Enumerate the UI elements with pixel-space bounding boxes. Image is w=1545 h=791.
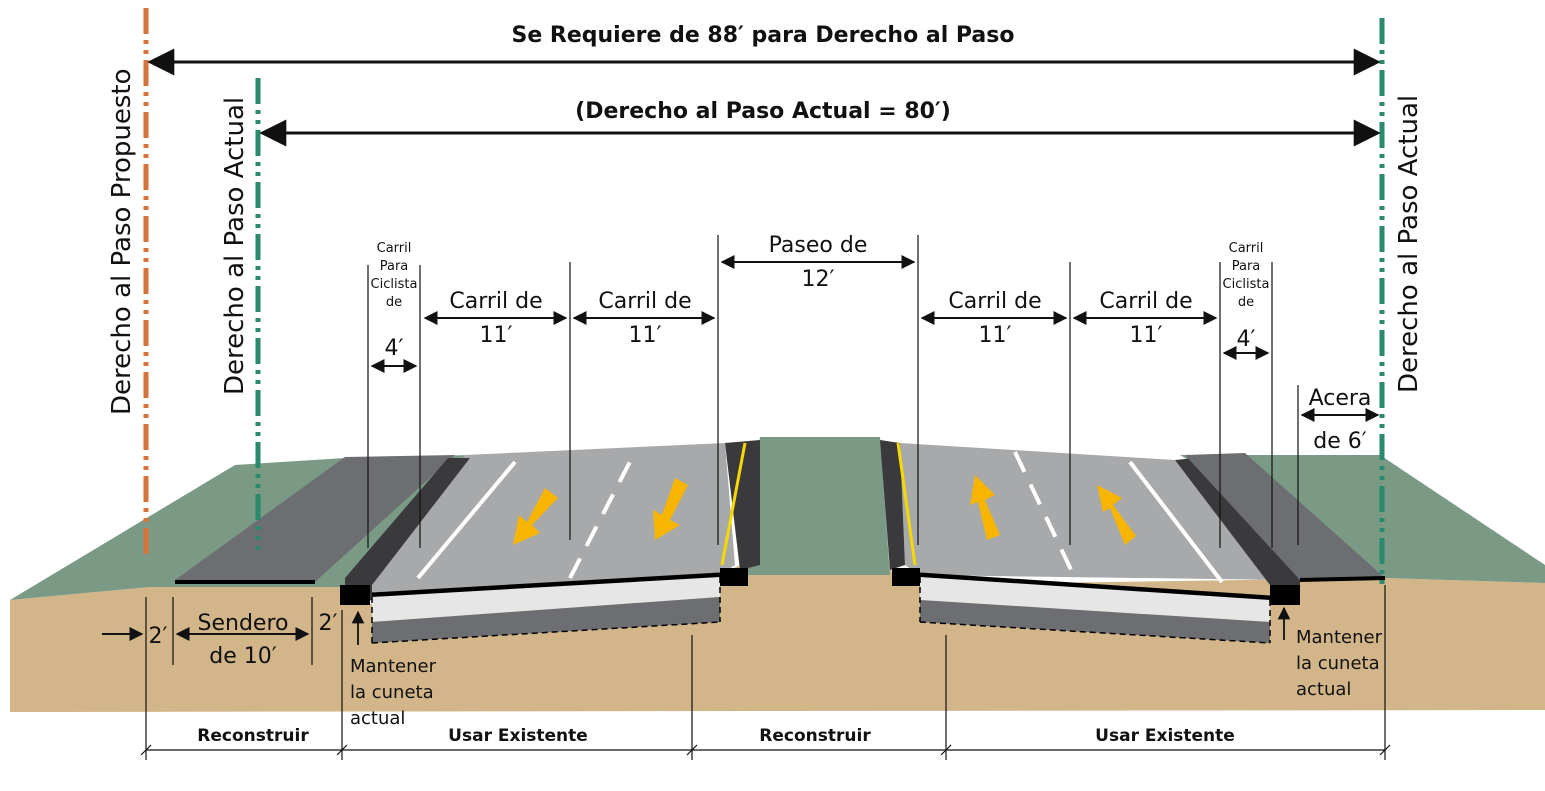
sendero-path xyxy=(175,455,455,582)
lane2-width: 11′ xyxy=(629,323,662,348)
curb-left-line1: Mantener xyxy=(350,656,437,677)
title-total: Se Requiere de 88′ para Derecho al Paso xyxy=(511,23,1014,48)
lane3-width: 11′ xyxy=(979,323,1012,348)
title-existing: (Derecho al Paso Actual = 80′) xyxy=(575,99,951,124)
curb-right-line1: Mantener xyxy=(1296,627,1383,648)
arrow-down-left-icon xyxy=(653,478,688,540)
gutter-left xyxy=(345,458,470,605)
curb-right-line2: la cuneta xyxy=(1296,653,1380,674)
bike-right-line4: de xyxy=(1238,295,1254,310)
median xyxy=(740,437,890,575)
bike-right-line3: Ciclista xyxy=(1223,277,1270,292)
traffic-arrows xyxy=(513,475,1136,545)
bike-right-line2: Para xyxy=(1232,259,1261,274)
lane1-title: Carril de xyxy=(449,289,542,314)
lane4-title: Carril de xyxy=(1099,289,1192,314)
segment-2: Usar Existente xyxy=(448,726,588,746)
curb-left-line3: actual xyxy=(350,708,405,729)
segment-1: Reconstruir xyxy=(197,726,309,746)
median-width: 12′ xyxy=(802,267,835,292)
arrow-up-right-icon xyxy=(970,475,1000,540)
arrow-up-right-icon xyxy=(1097,485,1136,545)
lane1-width: 11′ xyxy=(480,323,513,348)
bike-left-line4: de xyxy=(386,295,402,310)
segment-4: Usar Existente xyxy=(1095,726,1235,746)
curb-right-line3: actual xyxy=(1296,679,1351,700)
arrow-down-left-icon xyxy=(513,488,558,545)
buffer-right: 2′ xyxy=(319,611,338,636)
sidewalk-title: Acera xyxy=(1309,386,1372,411)
bike-right-width: 4′ xyxy=(1237,327,1256,352)
bike-left-line2: Para xyxy=(380,259,409,274)
bike-left-width: 4′ xyxy=(385,336,404,361)
sidewalk-width: de 6′ xyxy=(1313,429,1367,454)
bike-right-line1: Carril xyxy=(1229,241,1264,256)
label-actual-row-left: Derecho al Paso Actual xyxy=(220,97,250,395)
bike-left-line3: Ciclista xyxy=(371,277,418,292)
median-title: Paseo de xyxy=(769,233,868,258)
path-title: Sendero xyxy=(198,611,289,636)
sidewalk xyxy=(1185,453,1385,580)
lane2-title: Carril de xyxy=(598,289,691,314)
roadway-left xyxy=(372,443,735,595)
path-width: de 10′ xyxy=(209,644,276,669)
label-actual-row-right: Derecho al Paso Actual xyxy=(1394,95,1424,393)
lane4-width: 11′ xyxy=(1130,323,1163,348)
curb-left-line2: la cuneta xyxy=(350,682,434,703)
bike-left-line1: Carril xyxy=(377,241,412,256)
buffer-left: 2′ xyxy=(149,624,168,649)
gutter-right xyxy=(1175,458,1300,605)
label-proposed-row: Derecho al Paso Propuesto xyxy=(107,68,137,415)
segment-3: Reconstruir xyxy=(759,726,871,746)
lane3-title: Carril de xyxy=(948,289,1041,314)
